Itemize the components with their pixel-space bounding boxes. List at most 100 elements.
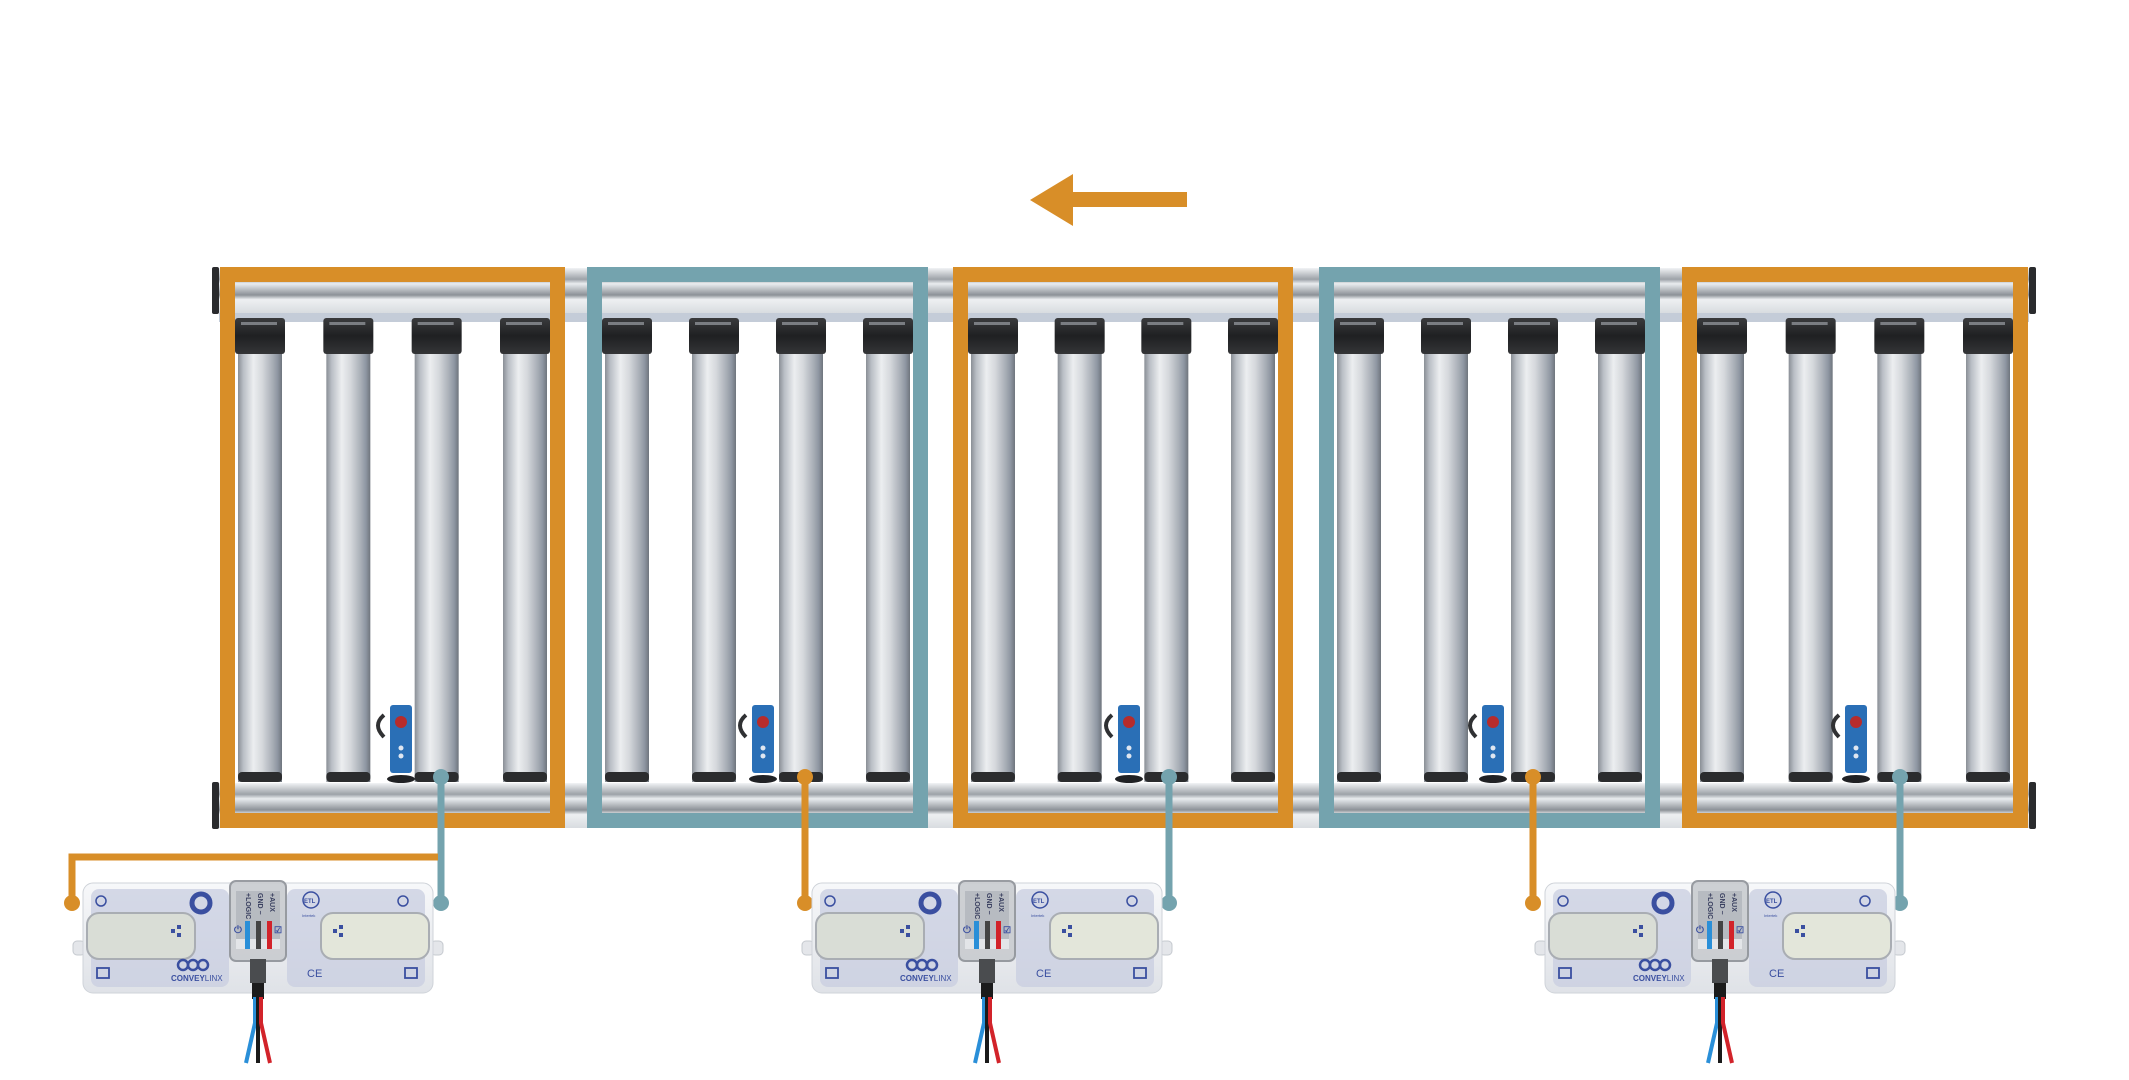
roller-motor-cap [1508, 318, 1558, 354]
zone-outlines [220, 267, 2028, 828]
sensor-led [1853, 753, 1859, 759]
ethernet-dot [339, 925, 343, 929]
sensor-lens [395, 716, 407, 728]
roller [1785, 318, 1836, 782]
photo-eye-sensor-icon [1831, 705, 1870, 783]
pulseroller-logo-icon [918, 891, 942, 915]
roller [689, 318, 739, 782]
zone-outline-zone-5 [1682, 267, 2028, 828]
sensor-port-icon [1126, 895, 1138, 907]
photo-eye-sensors [376, 705, 1870, 783]
sensor-led [1853, 745, 1859, 751]
sensor-led [760, 745, 766, 751]
roller-tube [866, 352, 910, 782]
roller-tube [1598, 352, 1642, 782]
roller [1697, 318, 1747, 782]
roller-tube [503, 352, 547, 782]
roller-bottom-cap [1231, 772, 1275, 782]
roller-bottom-cap [1788, 772, 1833, 782]
sensor-base [387, 775, 415, 783]
ethernet-dot [1639, 925, 1643, 929]
roller-tube [1057, 352, 1102, 782]
junction-label: +LOGIC [973, 893, 980, 919]
ethernet-dot [1801, 925, 1805, 929]
port-window-right [1782, 912, 1892, 960]
roller-bottom-cap [1337, 772, 1381, 782]
ethernet-icon [1795, 925, 1805, 937]
roller-tube [326, 352, 371, 782]
roller-cap-label [1234, 322, 1270, 325]
junction-label: GND − [256, 893, 263, 915]
roller-bottom-cap [238, 772, 282, 782]
zone-outline-zone-1 [220, 267, 565, 828]
cable-gland [979, 959, 995, 983]
wire-terminal-dot [1525, 895, 1541, 911]
conveylinx-ring-icon [925, 958, 939, 972]
roller-cap-label [1703, 322, 1739, 325]
ethernet-dot [171, 929, 175, 933]
sensor-base [1842, 775, 1870, 783]
sensor-body [1482, 705, 1504, 773]
wire-upstream-link [68, 853, 438, 903]
roller-cap-label [1791, 322, 1828, 325]
roller-motor-cap [1228, 318, 1278, 354]
power-icon: ⏻ [234, 924, 242, 936]
sensor-lens [1123, 716, 1135, 728]
brand-label: CONVEYLINX [900, 974, 952, 983]
sensor-port-icon [397, 895, 409, 907]
roller-cap-label [974, 322, 1010, 325]
roller-motor-cap [1963, 318, 2013, 354]
roller [1508, 318, 1558, 782]
roller-tube [1231, 352, 1275, 782]
motor-port-icon [1133, 967, 1147, 979]
roller-motor-cap [776, 318, 826, 354]
ethernet-dot [1068, 933, 1072, 937]
brand-label: CONVEYLINX [1633, 974, 1685, 983]
power-icon: ⏻ [1696, 924, 1704, 936]
wire-black-inner [1718, 921, 1723, 949]
roller-cap-label [1340, 322, 1376, 325]
etl-sub-label: Intertek [302, 913, 315, 918]
roller-motor-cap [235, 318, 285, 354]
sensor-base [1115, 775, 1143, 783]
roller-bottom-cap [1424, 772, 1468, 782]
sensor-base [749, 775, 777, 783]
sensor-cable [1468, 713, 1478, 739]
roller [235, 318, 285, 782]
cable-gland [250, 959, 266, 983]
roller-bottom-cap [1700, 772, 1744, 782]
roller-bottom-cap [1966, 772, 2010, 782]
roller-cap-label [1427, 322, 1463, 325]
roller-tube [692, 352, 736, 782]
roller-motor-cap [1141, 318, 1192, 354]
rollers [235, 318, 2013, 782]
ethernet-dot [906, 933, 910, 937]
ethernet-dot [1633, 929, 1637, 933]
sensor-body [1118, 705, 1140, 773]
roller-tube [1511, 352, 1555, 782]
pulseroller-logo-icon [189, 891, 213, 915]
check-icon: ☑ [1003, 925, 1011, 935]
etl-sub-label: Intertek [1764, 913, 1777, 918]
roller [1421, 318, 1471, 782]
motor-port-icon [825, 967, 839, 979]
roller-bottom-cap [503, 772, 547, 782]
etl-mark-icon [1031, 891, 1049, 909]
junction-label: +LOGIC [244, 893, 251, 919]
roller [602, 318, 652, 782]
roller-motor-cap [500, 318, 550, 354]
junction-label: GND − [1718, 893, 1725, 915]
ethernet-icon [1062, 925, 1072, 937]
wire-terminal-dot [433, 895, 449, 911]
ethernet-dot [1801, 933, 1805, 937]
sensor-led [1490, 745, 1496, 751]
roller [500, 318, 550, 782]
power-wire-red [1721, 997, 1734, 1064]
sensor-lens [757, 716, 769, 728]
roller [863, 318, 913, 782]
roller-motor-cap [411, 318, 462, 354]
sensor-port-icon [95, 895, 107, 907]
roller-motor-cap [863, 318, 913, 354]
